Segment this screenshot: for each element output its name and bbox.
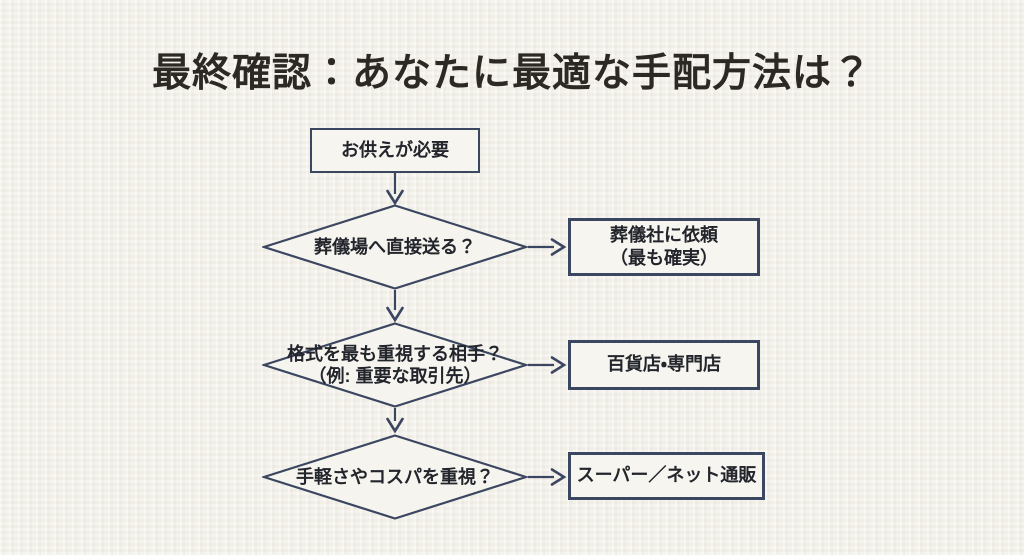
decision-node-3-label: 手軽さやコスパを重視？ <box>262 434 528 520</box>
decision-node-1-label: 葬儀場へ直接送る？ <box>262 204 528 290</box>
result-node-3: スーパー／ネット通販 <box>568 452 765 500</box>
diamond-shape <box>262 322 528 408</box>
arrow-right-3 <box>528 468 567 486</box>
diamond-shape <box>262 204 528 290</box>
result-1-line-1: 葬儀社に依頼 <box>610 224 718 245</box>
start-node-label: お供えが必要 <box>341 139 449 160</box>
arrow-down-3 <box>386 408 404 434</box>
arrow-right-1 <box>528 238 567 256</box>
decision-1-question: 葬儀場へ直接送る？ <box>314 236 476 257</box>
arrow-down-2 <box>386 290 404 323</box>
decision-node-3: 手軽さやコスパを重視？ <box>262 434 528 520</box>
arrow-right-2 <box>528 356 567 374</box>
decision-node-1: 葬儀場へ直接送る？ <box>262 204 528 290</box>
decision-3-question: 手軽さやコスパを重視？ <box>296 466 494 487</box>
result-node-1: 葬儀社に依頼 （最も確実） <box>568 218 760 276</box>
result-node-2: 百貨店・専門店 <box>568 340 760 390</box>
decision-2-question: 格式を最も重視する相手？ <box>287 343 503 364</box>
start-node: お供えが必要 <box>310 128 480 173</box>
decision-2-question-example: （例: 重要な取引先） <box>308 366 482 386</box>
decision-node-2-label: 格式を最も重視する相手？ （例: 重要な取引先） <box>262 322 528 408</box>
diamond-shape <box>262 434 528 520</box>
result-3-line-1: スーパー／ネット通販 <box>576 465 757 486</box>
result-2-line-1: 百貨店・専門店 <box>606 354 722 375</box>
result-1-line-2: （最も確実） <box>610 248 718 268</box>
arrow-down-1 <box>386 173 404 206</box>
page-title: 最終確認：あなたに最適な手配方法は？ <box>151 52 872 95</box>
decision-node-2: 格式を最も重視する相手？ （例: 重要な取引先） <box>262 322 528 408</box>
